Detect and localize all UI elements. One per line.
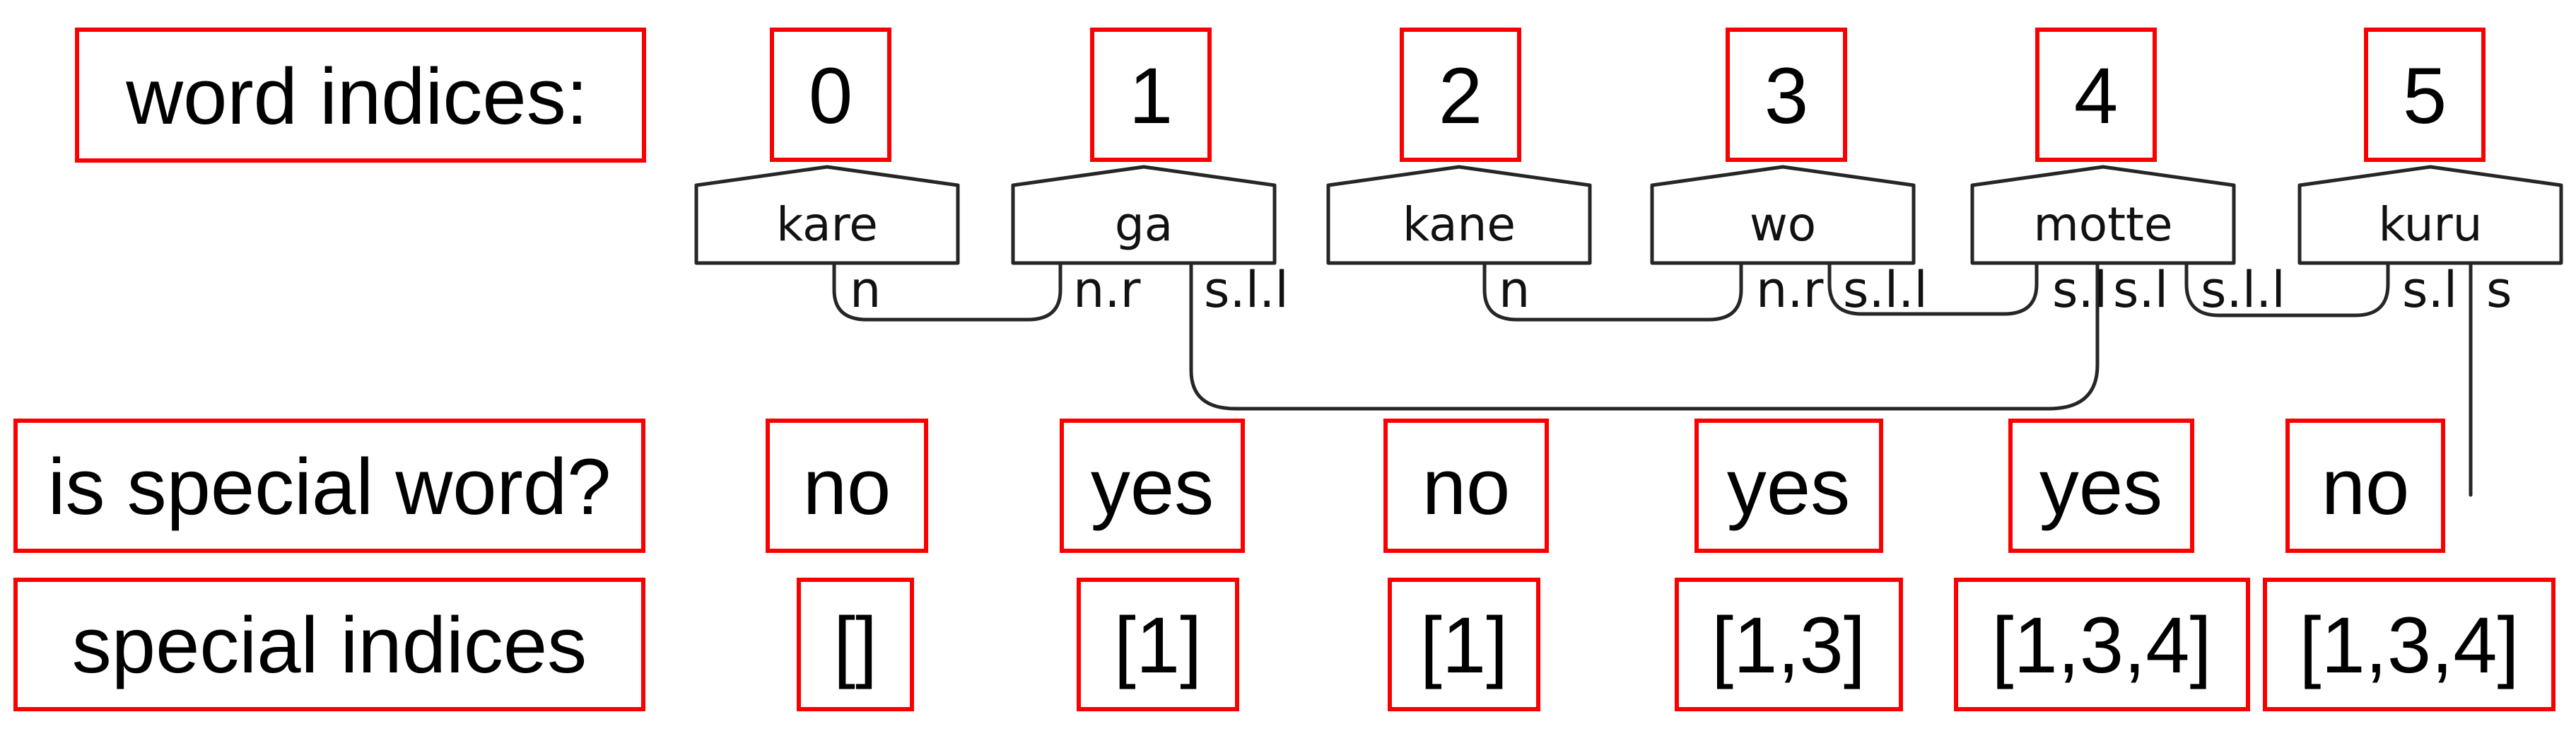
port-label-kuru-sl: s.l [2402, 261, 2457, 319]
index-box-2 [1400, 28, 1521, 162]
special-indices-value-5: [1,3,4] [2299, 601, 2519, 689]
index-value-4: 4 [2074, 52, 2118, 140]
word-shape-kare [694, 165, 960, 265]
word-shape-wo [1650, 165, 1916, 265]
is-special-box-4 [2008, 419, 2194, 553]
word-label-motte: motte [2033, 197, 2172, 252]
port-labels: n n.r s.l.l n n.r s.l.l s.l s.l s.l.l s.… [850, 261, 2512, 319]
is-special-box-3 [1694, 419, 1883, 553]
special-indices-box-5 [2263, 578, 2555, 711]
special-indices-box-1 [1077, 578, 1239, 711]
special-indices-value-1: [1] [1114, 601, 1202, 689]
is-special-box-2 [1383, 419, 1549, 553]
port-label-wo-sll: s.l.l [1843, 261, 1928, 319]
port-label-kane-n: n [1499, 261, 1530, 319]
special-indices-label-box [13, 578, 645, 711]
port-label-motte-sl1: s.l [2052, 261, 2107, 319]
is-special-row: is special word? no yes no yes yes no [13, 419, 2445, 553]
index-value-0: 0 [809, 52, 853, 140]
word-indices-label: word indices: [125, 52, 588, 141]
word-label-kare: kare [776, 197, 878, 252]
word-boxes: kare ga kane wo motte kuru [694, 165, 2563, 265]
special-indices-box-2 [1388, 578, 1540, 711]
is-special-label-box [13, 419, 645, 553]
special-indices-value-3: [1,3] [1711, 601, 1866, 689]
special-indices-value-4: [1,3,4] [1991, 601, 2211, 689]
port-label-motte-sl2: s.l [2113, 261, 2168, 319]
special-indices-label: special indices [72, 601, 587, 689]
port-label-motte-sll: s.l.l [2201, 261, 2285, 319]
word-shape-ga [1011, 165, 1277, 265]
port-label-kare-n: n [850, 261, 881, 319]
is-special-value-0: no [803, 443, 891, 531]
arc-wo-sll-to-motte-sl [1827, 261, 2039, 316]
arc-ga-sll-to-motte-sl-long [1189, 261, 2100, 411]
is-special-value-1: yes [1091, 443, 1214, 531]
is-special-box-1 [1060, 419, 1245, 553]
port-label-wo-nr: n.r [1756, 261, 1824, 319]
is-special-value-3: yes [1727, 443, 1850, 531]
is-special-value-2: no [1422, 443, 1511, 531]
special-indices-row: special indices [] [1] [1] [1,3] [1,3,4]… [13, 578, 2555, 711]
word-shape-kane [1326, 165, 1592, 265]
word-indices-row: word indices: 0 1 2 3 4 5 [75, 28, 2486, 163]
port-label-ga-sll: s.l.l [1204, 261, 1289, 319]
is-special-box-5 [2285, 419, 2445, 553]
port-label-ga-nr: n.r [1073, 261, 1141, 319]
index-box-5 [2364, 28, 2486, 162]
word-label-wo: wo [1750, 197, 1816, 252]
port-label-kuru-s: s [2486, 261, 2512, 319]
index-value-2: 2 [1439, 52, 1482, 140]
special-indices-box-0 [797, 578, 914, 711]
is-special-value-5: no [2322, 443, 2410, 531]
word-indices-label-box [75, 28, 646, 163]
index-box-0 [770, 28, 891, 162]
special-indices-value-2: [1] [1420, 601, 1509, 689]
index-value-3: 3 [1764, 52, 1808, 140]
word-label-kane: kane [1403, 197, 1516, 252]
arc-motte-sll-to-kuru-sl [2184, 261, 2390, 317]
dependency-arcs [832, 261, 2473, 497]
index-box-3 [1726, 28, 1847, 162]
word-label-ga: ga [1115, 197, 1173, 252]
is-special-label: is special word? [48, 443, 611, 531]
special-indices-box-4 [1954, 578, 2250, 711]
index-box-1 [1090, 28, 1212, 162]
arc-kane-n-to-wo-nr [1482, 261, 1743, 322]
is-special-box-0 [766, 419, 928, 553]
index-box-4 [2035, 28, 2157, 162]
is-special-value-4: yes [2039, 443, 2162, 531]
word-label-kuru: kuru [2379, 197, 2483, 252]
index-value-1: 1 [1129, 52, 1173, 140]
word-shape-motte [1970, 165, 2236, 265]
arc-kare-n-to-ga-nr [832, 261, 1062, 322]
index-value-5: 5 [2403, 52, 2447, 140]
special-indices-value-0: [] [833, 601, 877, 689]
special-indices-box-3 [1675, 578, 1903, 711]
word-shape-kuru [2297, 165, 2563, 265]
